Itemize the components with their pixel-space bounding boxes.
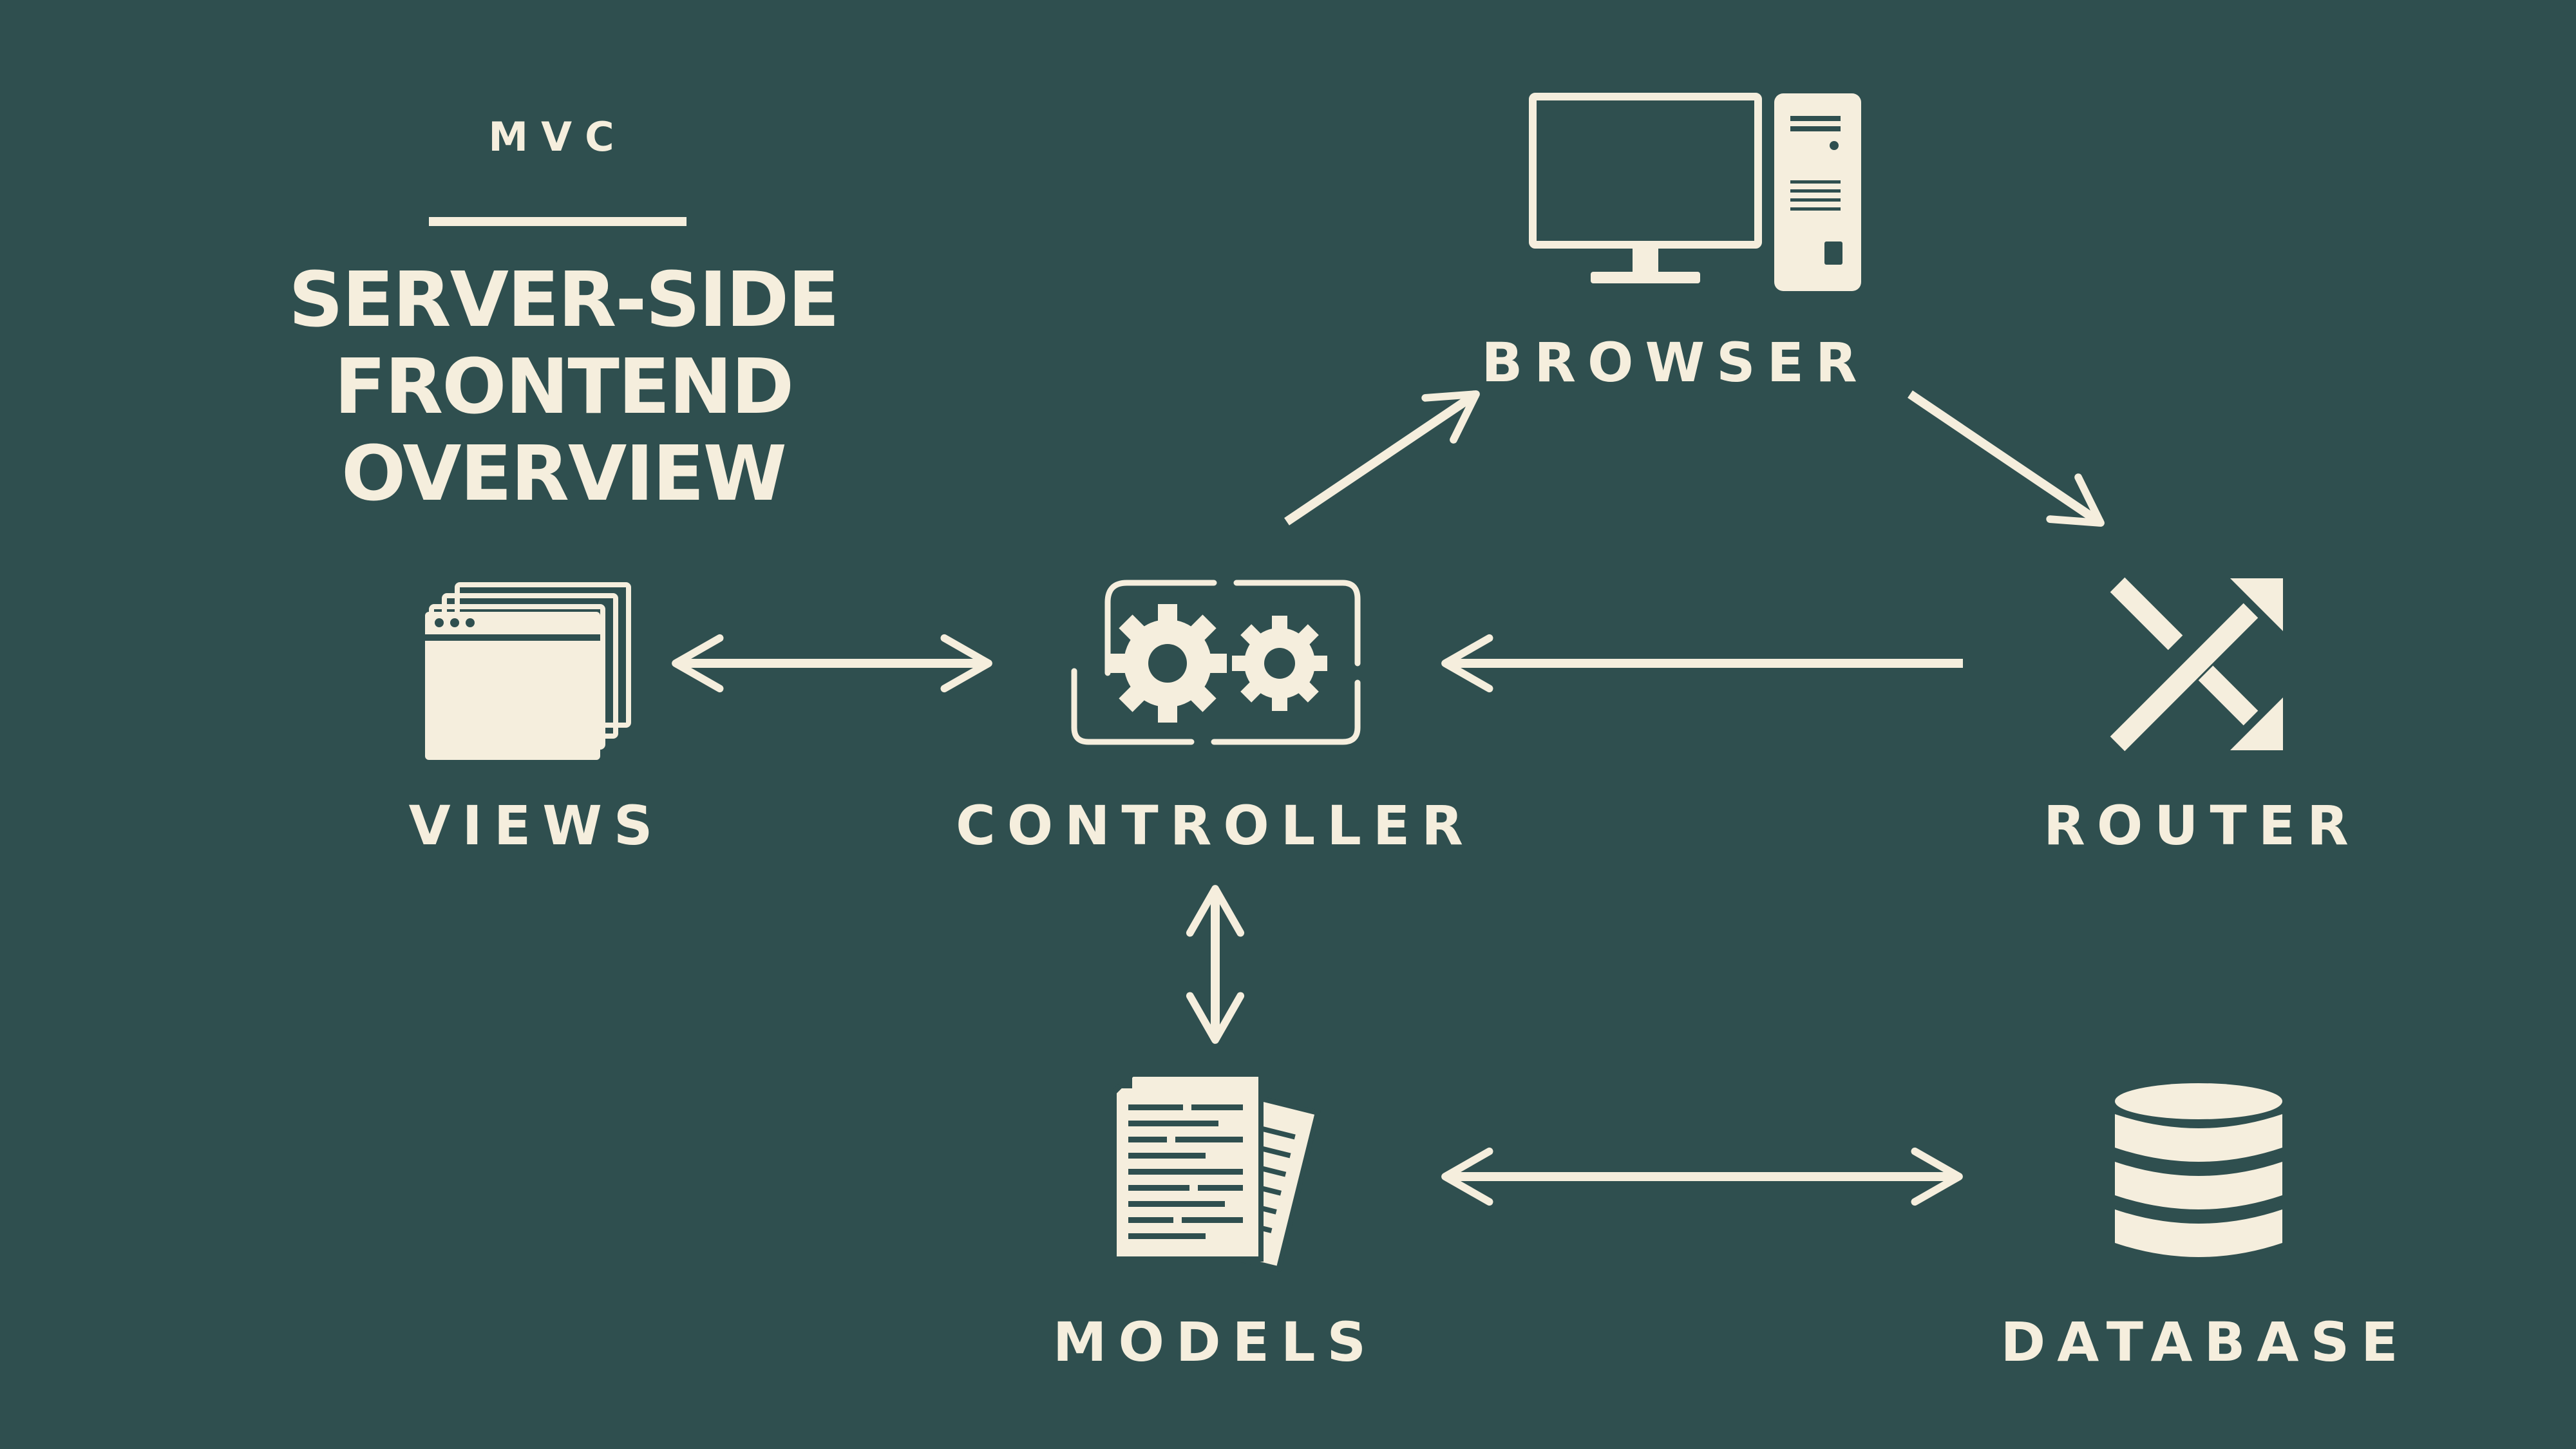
views-label: VIEWS	[408, 794, 665, 857]
documents-icon	[1112, 1072, 1321, 1273]
title-divider	[429, 217, 687, 226]
controller-label: CONTROLLER	[956, 794, 1475, 857]
database-icon	[2115, 1083, 2282, 1257]
title-line-2: OVERVIEW	[341, 429, 787, 518]
desktop-computer-icon	[1529, 93, 1861, 291]
arrow-browser-to-router	[1908, 390, 2105, 527]
browser-windows-icon	[425, 582, 631, 760]
models-label: MODELS	[1052, 1311, 1378, 1374]
diagram-title: SERVER-SIDE FRONTEND OVERVIEW	[64, 256, 1063, 517]
browser-label: BROWSER	[1481, 331, 1869, 394]
database-label: DATABASE	[2000, 1311, 2410, 1374]
gears-cycle-icon	[1071, 580, 1361, 745]
shuffle-icon	[2110, 577, 2283, 752]
diagram-tag: MVC	[488, 113, 627, 160]
title-line-1: SERVER-SIDE FRONTEND	[289, 255, 840, 431]
arrow-controller-to-browser	[1284, 390, 1480, 526]
router-label: ROUTER	[2043, 794, 2360, 857]
